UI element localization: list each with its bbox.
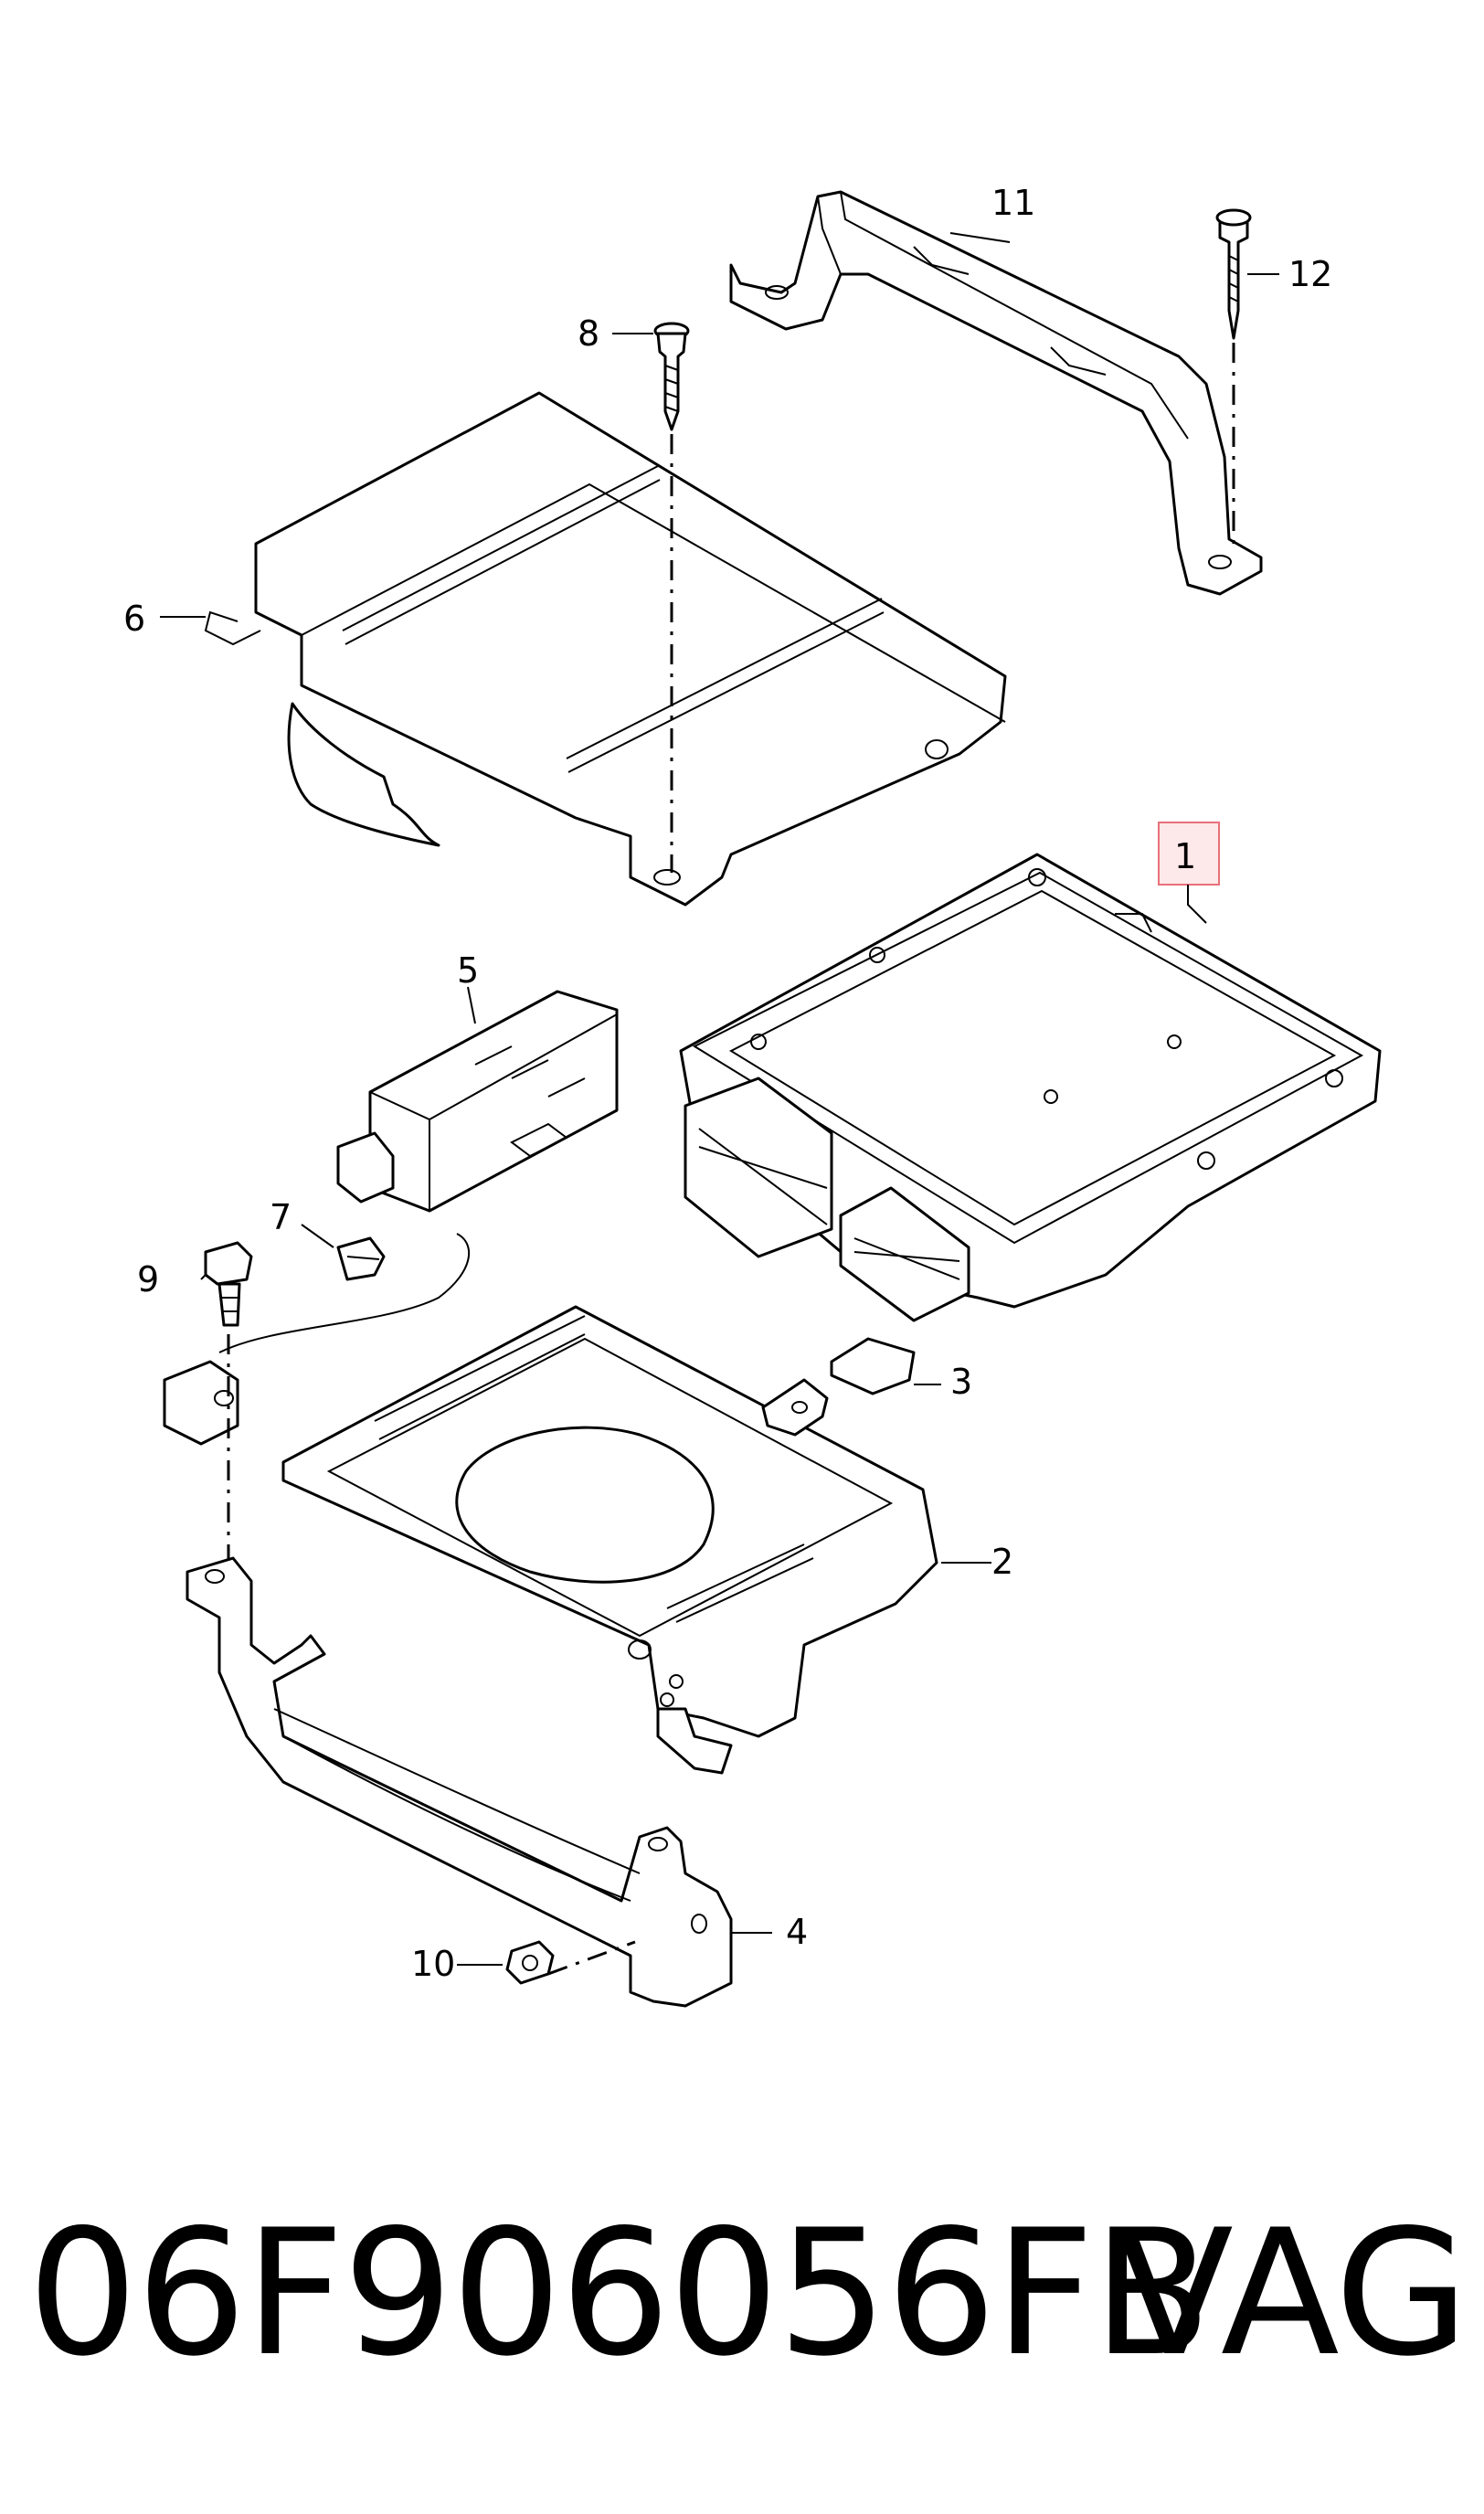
callout-2[interactable]: 2 xyxy=(991,1542,1013,1582)
part-10-nut xyxy=(505,1940,636,1985)
part-1-ecu xyxy=(679,853,1382,1322)
brand-label: VAG xyxy=(1115,2192,1469,2394)
part-4-bracket xyxy=(186,1556,733,2008)
callout-9[interactable]: 9 xyxy=(137,1259,159,1299)
callout-1-highlight[interactable] xyxy=(1158,822,1220,886)
part-8-screw xyxy=(653,322,690,873)
part-caption: 06F906056FB VAG xyxy=(27,2184,1471,2403)
callout-5[interactable]: 5 xyxy=(457,950,479,991)
part-3-pad xyxy=(830,1337,916,1395)
callout-3[interactable]: 3 xyxy=(950,1362,972,1402)
part-number: 06F906056FB xyxy=(27,2192,1212,2394)
callout-11[interactable]: 11 xyxy=(991,183,1035,223)
callout-12[interactable]: 12 xyxy=(1288,254,1332,294)
part-9-bolt xyxy=(204,1241,253,1599)
callout-8[interactable]: 8 xyxy=(578,313,599,354)
callout-6[interactable]: 6 xyxy=(123,599,145,639)
callout-1[interactable]: 1 xyxy=(1174,836,1196,876)
part-5-relay-carrier xyxy=(336,990,619,1213)
part-12-screw xyxy=(1215,208,1252,548)
part-11-bracket xyxy=(729,190,1263,596)
ecu-cover xyxy=(204,391,1007,907)
callout-10[interactable]: 10 xyxy=(411,1944,455,1984)
callout-7[interactable]: 7 xyxy=(270,1197,292,1237)
part-2-bracket xyxy=(163,1233,938,1775)
callout-4[interactable]: 4 xyxy=(786,1912,808,1952)
part-7-clip xyxy=(336,1236,386,1281)
